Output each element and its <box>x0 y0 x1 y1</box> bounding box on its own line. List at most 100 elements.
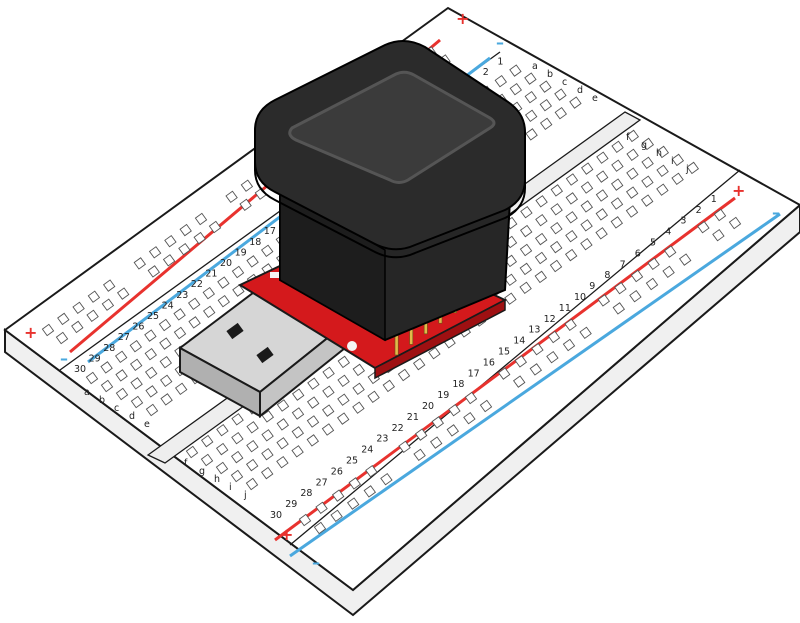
breadboard-hole <box>276 418 290 431</box>
breadboard-hole <box>713 208 727 222</box>
row-label: 7 <box>620 259 626 270</box>
breadboard-hole <box>115 369 128 382</box>
rail-minus-bottom: – <box>312 553 320 572</box>
row-label: 18 <box>249 237 261 248</box>
breadboard-hole <box>102 279 116 292</box>
col-label: c <box>562 77 567 88</box>
breadboard-hole <box>382 379 396 393</box>
breadboard-hole <box>595 227 608 240</box>
row-label: 20 <box>220 258 232 269</box>
row-label: 13 <box>528 325 540 336</box>
breadboard-hole <box>365 464 378 478</box>
breadboard-hole <box>712 228 725 242</box>
rail-plus-left: + <box>24 323 37 342</box>
breadboard-hole <box>519 224 533 238</box>
breadboard-hole <box>291 426 305 439</box>
breadboard-hole <box>531 342 544 356</box>
col-label: i <box>229 482 232 493</box>
row-label: 16 <box>483 357 495 368</box>
breadboard-hole <box>260 244 274 258</box>
breadboard-hole <box>159 337 172 350</box>
row-number-labels: 1122334455667788991010111112121313141415… <box>74 57 717 521</box>
breadboard-hole <box>352 363 366 377</box>
breadboard-hole <box>612 302 626 315</box>
breadboard-hole <box>298 513 312 527</box>
breadboard-hole <box>565 229 578 243</box>
breadboard-hole <box>535 213 548 227</box>
breadboard-hole <box>133 257 147 270</box>
breadboard-hole <box>179 223 192 237</box>
row-label: 23 <box>176 290 188 301</box>
breadboard-hole <box>129 339 143 353</box>
breadboard-hole <box>307 377 320 390</box>
breadboard-hole <box>322 385 335 398</box>
breadboard-hole <box>261 410 275 423</box>
rail-minus-right: – <box>772 203 780 222</box>
breadboard-hole <box>534 251 548 265</box>
breadboard-hole <box>144 366 158 380</box>
breadboard-hole <box>217 294 231 308</box>
screen-icon <box>288 70 496 184</box>
breadboard-hole <box>185 445 199 459</box>
breadboard-hole <box>512 375 526 388</box>
rail-minus-top: – <box>496 33 504 52</box>
row-label: 25 <box>346 456 358 467</box>
breadboard-hole <box>86 309 99 323</box>
breadboard-hole <box>580 237 593 251</box>
breadboard-hole <box>321 423 335 436</box>
row-label: 15 <box>498 347 510 358</box>
row-label: 14 <box>513 336 525 347</box>
breadboard-hole <box>463 411 476 425</box>
breadboard-hole <box>397 368 411 382</box>
breadboard-hole <box>306 396 320 409</box>
col-label: f <box>626 132 630 143</box>
row-label: 9 <box>589 281 595 292</box>
row-label: 21 <box>205 269 217 280</box>
breadboard-hole <box>524 72 537 85</box>
breadboard-hole <box>611 140 624 154</box>
column-labels-left-top: a b c d e <box>532 61 598 104</box>
breadboard-hole <box>554 88 567 101</box>
breadboard-hole <box>246 439 259 453</box>
col-label: e <box>144 419 150 430</box>
breadboard-hole <box>260 466 274 480</box>
breadboard-hole <box>100 361 113 374</box>
breadboard-hole <box>626 129 640 143</box>
breadboard-hole <box>116 287 130 300</box>
breadboard-hole <box>547 330 561 344</box>
breadboard-hole <box>41 323 55 337</box>
breadboard-hole <box>261 447 274 461</box>
breadboard-hole <box>145 385 158 398</box>
col-label: a <box>532 61 538 72</box>
breadboard-hole <box>647 257 660 271</box>
breadboard-hole <box>626 148 639 162</box>
row-label: 26 <box>132 322 144 333</box>
row-label: 1 <box>711 194 717 205</box>
breadboard-hole <box>144 347 158 361</box>
breadboard-hole <box>367 390 380 404</box>
breadboard-hole <box>398 440 411 454</box>
breadboard-hole <box>504 254 518 268</box>
breadboard-hole <box>215 442 229 456</box>
breadboard-hole <box>145 403 159 417</box>
breadboard-hole <box>641 137 655 151</box>
row-label: 22 <box>191 279 203 290</box>
col-label: c <box>114 403 119 414</box>
breadboard-hole <box>129 358 143 372</box>
breadboard-hole <box>174 382 188 396</box>
breadboard-hole <box>428 346 441 360</box>
breadboard-hole <box>217 276 230 289</box>
breadboard-hole <box>232 284 245 297</box>
breadboard-hole <box>336 412 350 425</box>
breadboard-hole <box>173 308 186 321</box>
breadboard-hole <box>728 216 742 230</box>
column-labels-right-top: f g h i j <box>626 132 689 175</box>
breadboard-hole <box>579 326 592 340</box>
breadboard-hole <box>580 162 594 175</box>
breadboard-hole <box>580 219 593 232</box>
breadboard-hole <box>173 326 187 340</box>
row-label: 12 <box>544 314 556 325</box>
breadboard-hole <box>144 329 157 342</box>
rail-plus-right: + <box>732 181 745 200</box>
breadboard-hole <box>550 203 563 216</box>
